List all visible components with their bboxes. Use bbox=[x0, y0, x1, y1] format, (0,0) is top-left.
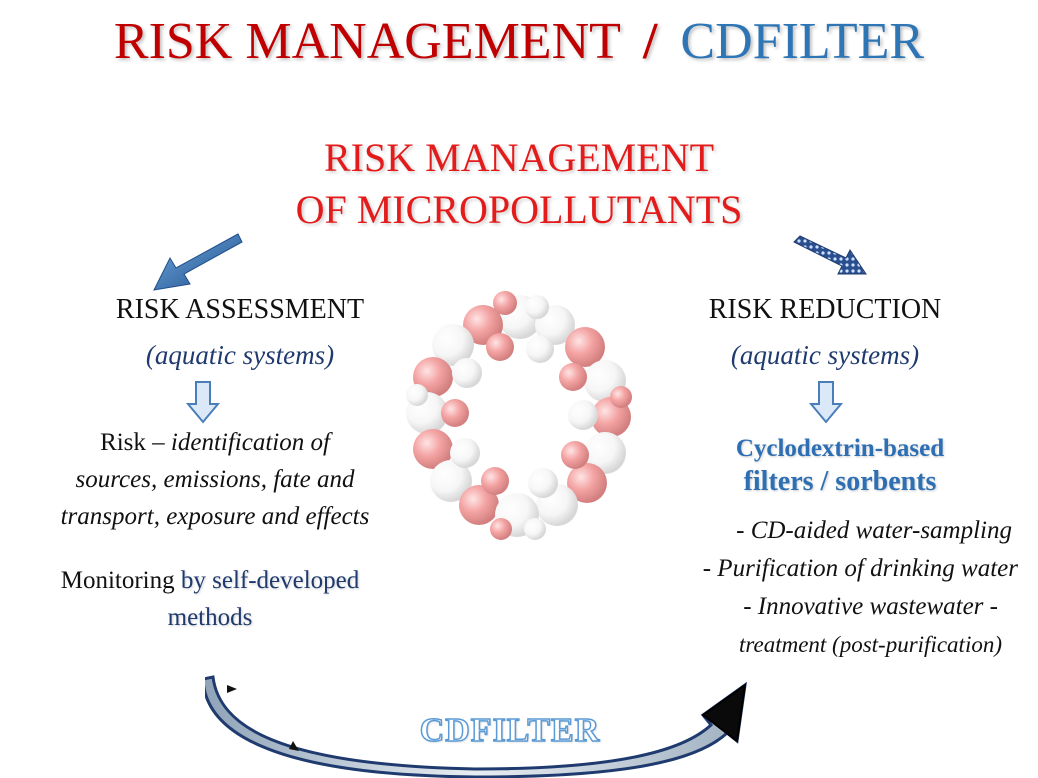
monitoring-emph1: by self-developed bbox=[180, 567, 360, 594]
risk-description: Risk – identification of sources, emissi… bbox=[10, 424, 420, 535]
cd-filters-heading: Cyclodextrin-based filters / sorbents bbox=[650, 432, 1030, 498]
dotted-diagonal-arrow bbox=[793, 235, 867, 275]
reduction-item: - Innovative wastewater - bbox=[743, 593, 998, 620]
title-separator: / bbox=[642, 13, 658, 70]
reduction-scope: (aquatic systems) bbox=[730, 340, 920, 370]
outline-down-arrow bbox=[809, 381, 843, 424]
reduction-item: - CD-aided water-sampling bbox=[736, 517, 1012, 544]
risk-line3: transport, exposure and effects bbox=[60, 503, 370, 530]
title-right: CDFILTER bbox=[680, 13, 925, 70]
subtitle-line1: RISK MANAGEMENT bbox=[324, 135, 714, 180]
page-title: RISK MANAGEMENT / CDFILTER bbox=[0, 12, 1038, 71]
risk-line2: sources, emissions, fate and bbox=[75, 466, 355, 493]
outline-down-arrow bbox=[186, 381, 220, 424]
reduction-item: treatment (post-purification) bbox=[739, 632, 1002, 657]
monitoring-text: Monitoring by self-developed methods bbox=[0, 562, 420, 636]
title-left: RISK MANAGEMENT bbox=[113, 13, 620, 70]
filter-line2: filters / sorbents bbox=[743, 466, 937, 497]
blue-diagonal-arrow bbox=[153, 233, 243, 291]
risk-line1: identification of bbox=[170, 429, 330, 456]
assessment-scope: (aquatic systems) bbox=[145, 340, 335, 370]
risk-prefix: Risk – bbox=[100, 429, 171, 456]
curved-cycle-arrow bbox=[205, 675, 747, 778]
cyclodextrin-molecule-image bbox=[406, 291, 632, 540]
reduction-item: - Purification of drinking water bbox=[702, 555, 1018, 582]
reduction-list: - CD-aided water-sampling - Purification… bbox=[560, 512, 1018, 664]
filter-line1: Cyclodextrin-based bbox=[735, 435, 945, 462]
monitoring-emph2: methods bbox=[167, 604, 253, 631]
subtitle-line2: OF MICROPOLLUTANTS bbox=[295, 187, 743, 232]
main-subtitle: RISK MANAGEMENT OF MICROPOLLUTANTS bbox=[0, 132, 1038, 236]
monitoring-prefix: Monitoring bbox=[60, 567, 181, 594]
risk-reduction-heading: RISK REDUCTION bbox=[708, 294, 942, 325]
cycle-label: CDFILTER bbox=[419, 711, 601, 750]
risk-assessment-heading: RISK ASSESSMENT bbox=[115, 294, 365, 325]
